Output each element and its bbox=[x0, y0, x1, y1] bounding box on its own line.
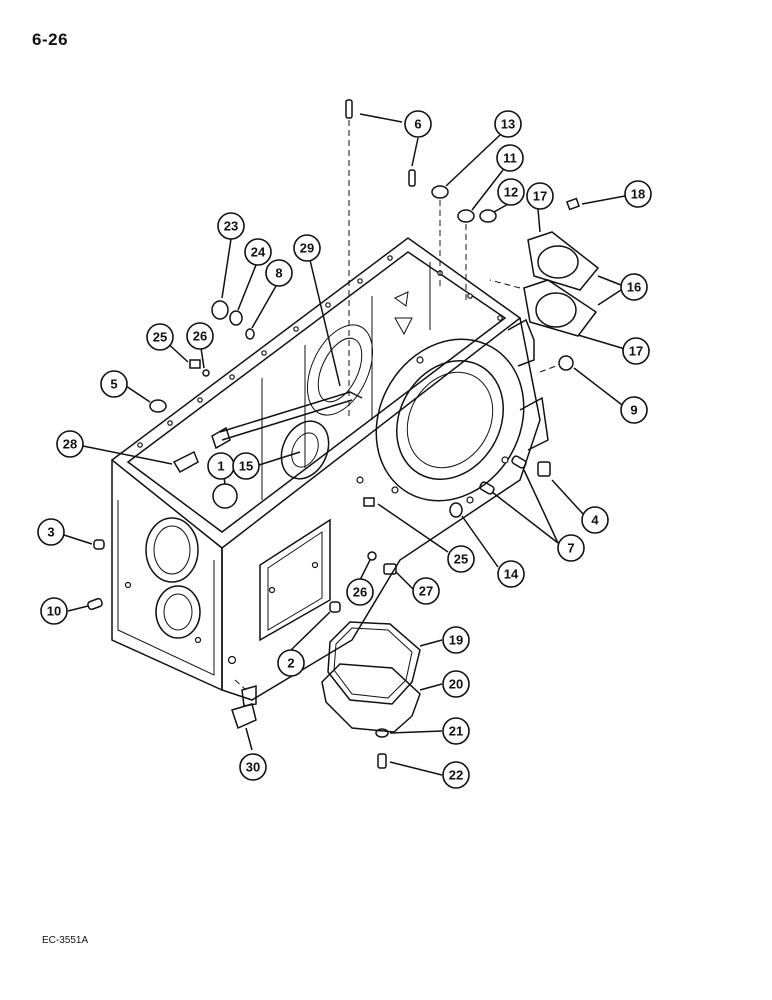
svg-text:21: 21 bbox=[449, 724, 463, 739]
svg-text:19: 19 bbox=[449, 633, 463, 648]
callout-27: 27 bbox=[412, 577, 440, 605]
housing-casting bbox=[110, 237, 549, 701]
small-parts bbox=[87, 99, 600, 769]
callout-18: 18 bbox=[624, 180, 652, 208]
callout-23: 23 bbox=[217, 212, 245, 240]
svg-text:5: 5 bbox=[110, 377, 117, 392]
svg-text:16: 16 bbox=[627, 280, 641, 295]
svg-text:12: 12 bbox=[504, 185, 518, 200]
callout-1: 1 bbox=[207, 452, 235, 480]
svg-text:27: 27 bbox=[419, 584, 433, 599]
callout-20: 20 bbox=[442, 670, 470, 698]
callout-22: 22 bbox=[442, 761, 470, 789]
svg-text:7: 7 bbox=[567, 541, 574, 556]
callout-10: 10 bbox=[40, 597, 68, 625]
callout-8: 8 bbox=[265, 259, 293, 287]
svg-text:8: 8 bbox=[275, 266, 282, 281]
callout-19: 19 bbox=[442, 626, 470, 654]
svg-text:18: 18 bbox=[631, 187, 645, 202]
svg-text:28: 28 bbox=[63, 437, 77, 452]
svg-text:17: 17 bbox=[533, 189, 547, 204]
svg-text:22: 22 bbox=[449, 768, 463, 783]
callout-7: 7 bbox=[557, 534, 585, 562]
callout-24: 24 bbox=[244, 238, 272, 266]
callout-25-bottom: 25 bbox=[447, 545, 475, 573]
svg-text:26: 26 bbox=[353, 585, 367, 600]
callout-29: 29 bbox=[293, 234, 321, 262]
svg-text:29: 29 bbox=[300, 241, 314, 256]
callout-6: 6 bbox=[404, 110, 432, 138]
callout-30: 30 bbox=[239, 753, 267, 781]
svg-text:25: 25 bbox=[153, 330, 167, 345]
callout-25-top: 25 bbox=[146, 323, 174, 351]
svg-text:23: 23 bbox=[224, 219, 238, 234]
leader-lines bbox=[63, 113, 627, 776]
callout-13: 13 bbox=[494, 110, 522, 138]
svg-text:10: 10 bbox=[47, 604, 61, 619]
svg-text:17: 17 bbox=[629, 344, 643, 359]
callout-11: 11 bbox=[496, 144, 524, 172]
callout-2: 2 bbox=[277, 649, 305, 677]
svg-text:24: 24 bbox=[251, 245, 266, 260]
callout-26-top: 26 bbox=[186, 322, 214, 350]
svg-text:26: 26 bbox=[193, 329, 207, 344]
callout-15: 15 bbox=[232, 452, 260, 480]
callout-bubbles: 6 13 11 12 17 18 16 17 9 23 24 8 29 25 2… bbox=[37, 110, 652, 789]
callout-17-top: 17 bbox=[526, 182, 554, 210]
page-number: 6-26 bbox=[32, 30, 69, 49]
svg-text:6: 6 bbox=[414, 117, 421, 132]
callout-12: 12 bbox=[497, 178, 525, 206]
figure-code: EC-3551A bbox=[42, 935, 89, 946]
svg-text:30: 30 bbox=[246, 760, 260, 775]
callout-14: 14 bbox=[497, 560, 525, 588]
svg-text:25: 25 bbox=[454, 552, 468, 567]
svg-text:4: 4 bbox=[591, 513, 599, 528]
svg-text:13: 13 bbox=[501, 117, 515, 132]
callout-28: 28 bbox=[56, 430, 84, 458]
svg-text:20: 20 bbox=[449, 677, 463, 692]
svg-text:1: 1 bbox=[217, 459, 224, 474]
callout-3: 3 bbox=[37, 518, 65, 546]
callout-16: 16 bbox=[620, 273, 648, 301]
svg-text:15: 15 bbox=[239, 459, 253, 474]
callout-4: 4 bbox=[581, 506, 609, 534]
svg-text:14: 14 bbox=[504, 567, 519, 582]
svg-text:3: 3 bbox=[47, 525, 54, 540]
callout-9: 9 bbox=[620, 396, 648, 424]
svg-text:9: 9 bbox=[630, 403, 637, 418]
svg-text:2: 2 bbox=[287, 656, 294, 671]
svg-text:11: 11 bbox=[503, 151, 517, 166]
callout-21: 21 bbox=[442, 717, 470, 745]
callout-26-bottom: 26 bbox=[346, 578, 374, 606]
callout-17-bottom: 17 bbox=[622, 337, 650, 365]
callout-5: 5 bbox=[100, 370, 128, 398]
